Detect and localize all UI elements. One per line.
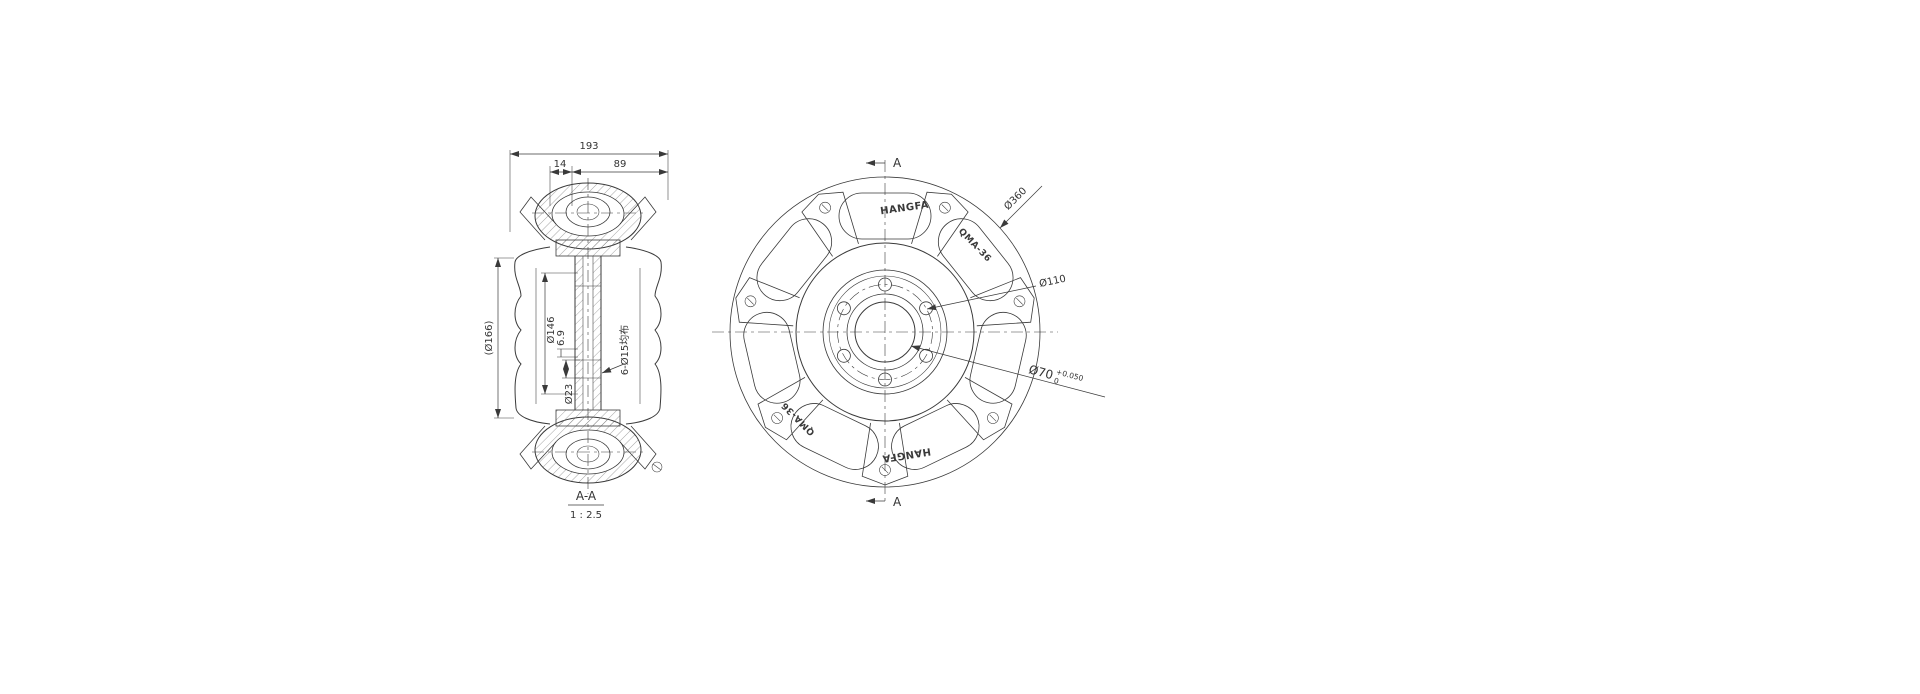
arm-screw-slot	[989, 414, 997, 422]
outer-envelope-circle	[729, 176, 1041, 488]
engraving-model-top: QMA-36	[956, 227, 993, 265]
engraving-model-bottom: QMA-36	[780, 400, 817, 437]
top-roller-body	[551, 191, 625, 237]
hub-wall-right-hatch	[593, 256, 601, 410]
top-roller-bracket-left	[519, 196, 557, 241]
roller-group	[743, 192, 1027, 470]
frame-arm	[970, 277, 1035, 327]
dim-bore-dia-group: Ø70 +0.050 0	[1027, 362, 1084, 386]
roller-outline	[937, 218, 1014, 302]
dim-roller-width: 89	[614, 159, 627, 170]
arm-screw	[987, 412, 999, 424]
arm-screw-slot	[773, 414, 781, 422]
arm-screw	[819, 201, 831, 214]
arm-screw	[1013, 295, 1026, 308]
cutting-label-bottom: A	[893, 495, 902, 509]
arm-screw	[939, 201, 951, 214]
bottom-roller-axle	[576, 445, 600, 463]
section-label: A-A	[576, 489, 597, 503]
section-view: 193 14 89 (Ø166) Ø146 6.9 Ø23 6-Ø15均布 A-…	[483, 141, 669, 521]
dim-outer-dia-ref: (Ø166)	[483, 321, 495, 356]
arm-screw-slot	[1016, 297, 1023, 305]
roller-outline	[969, 311, 1027, 404]
dim-hub-offset: 14	[554, 159, 567, 170]
roller-outline	[790, 403, 879, 470]
bottom-flange-outline	[555, 409, 621, 427]
frame-arm	[861, 422, 909, 486]
top-roller-axle	[576, 203, 600, 221]
engraving-brand-top: HANGFA	[880, 200, 930, 218]
bottom-screw-detail	[651, 461, 663, 473]
dim-bolt-holes: 6-Ø15均布	[619, 325, 631, 376]
front-view: A A HANGFA QMA-36 QMA-36 HANGFA Ø360 Ø11…	[712, 156, 1106, 509]
arm-screw	[879, 464, 891, 476]
arm-screw-slot	[747, 297, 754, 305]
arm-screw-slot	[881, 466, 889, 474]
roller-outline	[743, 311, 801, 404]
roller-outline	[756, 218, 833, 302]
roller-envelope-left	[514, 246, 551, 425]
dim-outer-dia: Ø360	[1002, 185, 1030, 213]
dim-inner-dia: Ø146	[545, 317, 557, 344]
hub-ring-inner	[828, 275, 942, 389]
arm-screw-slot	[941, 204, 949, 212]
frame-arm	[801, 191, 859, 257]
leader-outer-dia	[999, 185, 1043, 229]
bottom-flange-hatch	[556, 410, 620, 426]
dim-bore-tol-upper: +0.050	[1055, 367, 1084, 383]
top-roller-hatch	[535, 183, 641, 249]
leader-bolt-circle-dia	[926, 285, 1037, 311]
bottom-roller-hatch	[535, 417, 641, 483]
dim-bolt-circle-dia: Ø110	[1038, 273, 1067, 290]
hub-ring-outer	[822, 269, 948, 395]
frame-arm	[911, 191, 969, 257]
hub-wall-left-hatch	[575, 256, 583, 410]
top-roller-bearing	[565, 196, 611, 228]
hub-plate-circle	[795, 242, 975, 422]
leader-bore-dia	[910, 345, 1106, 398]
bolt-hole	[837, 301, 851, 316]
bolt-circle	[837, 284, 933, 380]
cutting-label-top: A	[893, 156, 902, 170]
arm-screw-slot	[821, 204, 829, 212]
dim-bore-dia: Ø70	[1027, 362, 1054, 382]
top-roller-bracket-right	[619, 196, 657, 241]
bottom-roller-bracket-left	[519, 425, 557, 470]
roller-envelope-right	[625, 246, 662, 425]
bore-circle	[854, 301, 916, 363]
leader-bolt-holes	[601, 363, 625, 374]
bolt-hole	[878, 372, 892, 387]
dim-overall-width: 193	[579, 141, 598, 152]
top-flange-outline	[555, 239, 621, 257]
counterbore-circle	[846, 293, 924, 371]
top-flange-hatch	[556, 240, 620, 256]
frame-arm	[757, 377, 824, 441]
arm-screw	[771, 412, 783, 424]
arm-screw	[744, 295, 757, 308]
frame-arm	[946, 377, 1013, 441]
bottom-screw-slot	[652, 463, 662, 471]
roller-outline	[838, 192, 932, 240]
bottom-roller-bearing	[565, 438, 611, 470]
bottom-roller-body	[551, 429, 625, 475]
roller-outline	[891, 403, 980, 470]
bottom-roller-bracket-right	[619, 425, 657, 470]
dim-bore-tol-lower: 0	[1053, 376, 1060, 386]
bolt-hole	[919, 348, 933, 363]
bolt-hole	[837, 348, 851, 363]
bolt-hole	[878, 277, 892, 292]
dim-bore: Ø23	[563, 384, 575, 405]
dim-web-thickness: 6.9	[556, 330, 567, 346]
section-scale: 1 : 2.5	[570, 510, 602, 521]
engraving-brand-bottom: HANGFA	[881, 445, 931, 464]
frame-arm-group	[735, 191, 1035, 486]
frame-arm	[735, 277, 800, 327]
